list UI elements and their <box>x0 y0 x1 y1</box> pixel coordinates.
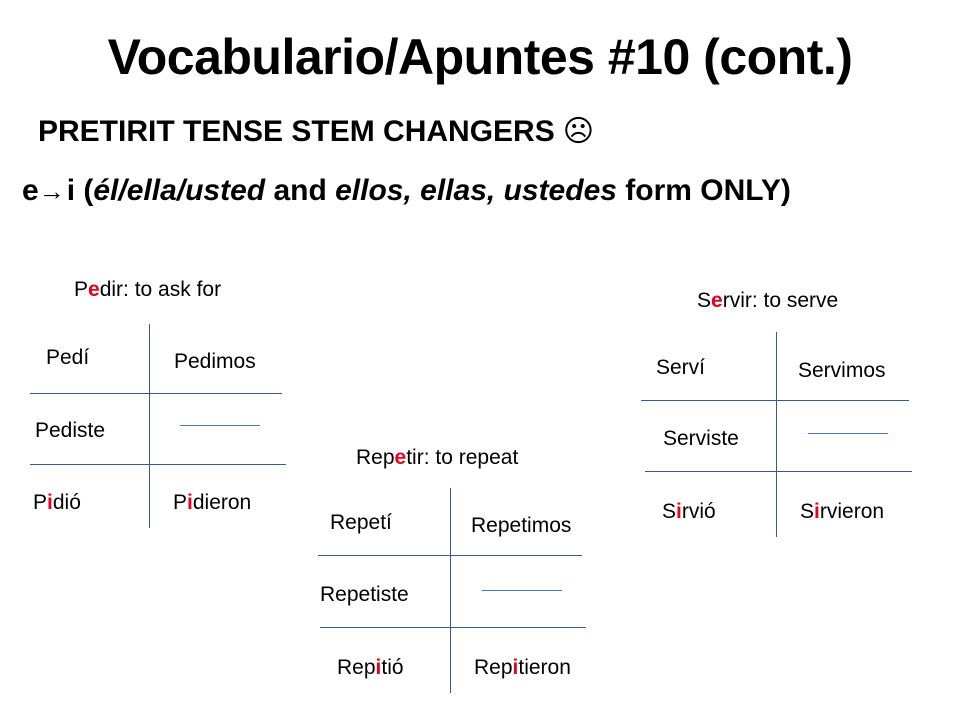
form-highlight: i <box>187 491 193 514</box>
subtitle-text: PRETIRIT TENSE STEM CHANGERS <box>38 115 555 148</box>
verb-title-pedir: Pedir: to ask for <box>74 278 221 302</box>
frown-icon: ☹ <box>562 115 594 148</box>
form-yo: Pedí <box>46 346 90 369</box>
rule-plural: ellos, ellas, ustedes <box>335 174 617 207</box>
form-highlight: i <box>47 491 53 514</box>
verb-title-part: P <box>74 278 89 301</box>
form-el: Pidió <box>33 491 81 515</box>
form-highlight: i <box>676 500 682 523</box>
form-yo: Serví <box>656 356 706 379</box>
form-part: rvió <box>681 500 716 523</box>
verb-title-part: S <box>697 289 712 312</box>
form-ellos: Pidieron <box>173 491 251 515</box>
form-tu: Serviste <box>663 427 739 450</box>
grid-divider-horizontal <box>645 471 912 472</box>
verb-title-highlight: e <box>394 446 407 469</box>
form-part: P <box>33 491 48 514</box>
form-highlight: i <box>814 500 820 523</box>
grid-divider-vertical <box>450 488 451 693</box>
form-part: Rep <box>337 656 376 679</box>
form-tu: Repetiste <box>320 583 409 606</box>
rule-and: and <box>265 174 336 207</box>
form-part: dió <box>52 491 81 514</box>
rule-open: ( <box>75 174 94 207</box>
verb-title-part: Rep <box>356 446 395 469</box>
form-el: Sirvió <box>662 500 716 524</box>
verb-title-highlight: e <box>88 278 100 301</box>
form-part: tió <box>381 656 404 679</box>
grid-divider-vertical <box>149 324 150 528</box>
form-nosotros: Servimos <box>798 359 886 382</box>
verb-title-repetir: Repetir: to repeat <box>356 446 518 470</box>
arrow-right-icon: → <box>38 176 65 206</box>
rule-e: e <box>22 174 39 207</box>
form-part: S <box>800 500 815 523</box>
form-nosotros: Pedimos <box>174 350 256 373</box>
verb-title-part: dir: to ask for <box>99 278 222 301</box>
form-part: Rep <box>474 656 513 679</box>
stem-change-rule: e→i (él/ella/usted and ellos, ellas, ust… <box>22 174 791 208</box>
blank-line <box>180 425 260 426</box>
form-part: P <box>173 491 188 514</box>
grid-divider-horizontal <box>318 555 582 556</box>
form-part: rvieron <box>819 500 885 523</box>
blank-line <box>808 433 888 434</box>
form-tu: Pediste <box>35 419 106 442</box>
form-ellos: Repitieron <box>474 656 571 680</box>
grid-divider-horizontal <box>320 627 586 628</box>
blank-line <box>482 590 562 591</box>
rule-close: form ONLY) <box>616 174 791 207</box>
grid-divider-vertical <box>776 332 777 537</box>
form-part: tieron <box>518 656 571 679</box>
form-ellos: Sirvieron <box>800 500 884 524</box>
form-highlight: i <box>512 656 519 679</box>
form-highlight: i <box>375 656 382 679</box>
form-nosotros: Repetimos <box>471 514 572 537</box>
grid-divider-horizontal <box>30 393 282 394</box>
form-el: Repitió <box>337 656 404 680</box>
page-title: Vocabulario/Apuntes #10 (cont.) <box>107 29 853 85</box>
grid-divider-horizontal <box>641 400 909 401</box>
verb-title-part: tir: to repeat <box>406 446 519 469</box>
form-part: S <box>662 500 677 523</box>
verb-title-part: rvir: to serve <box>722 289 839 312</box>
rule-i: i <box>66 174 76 207</box>
verb-title-highlight: e <box>711 289 723 312</box>
verb-title-servir: Servir: to serve <box>697 289 838 313</box>
form-part: dieron <box>192 491 252 514</box>
form-yo: Repetí <box>330 511 392 534</box>
rule-singular: él/ella/usted <box>93 174 266 207</box>
section-subtitle: PRETIRIT TENSE STEM CHANGERS☹ <box>38 114 594 149</box>
grid-divider-horizontal <box>30 464 286 465</box>
